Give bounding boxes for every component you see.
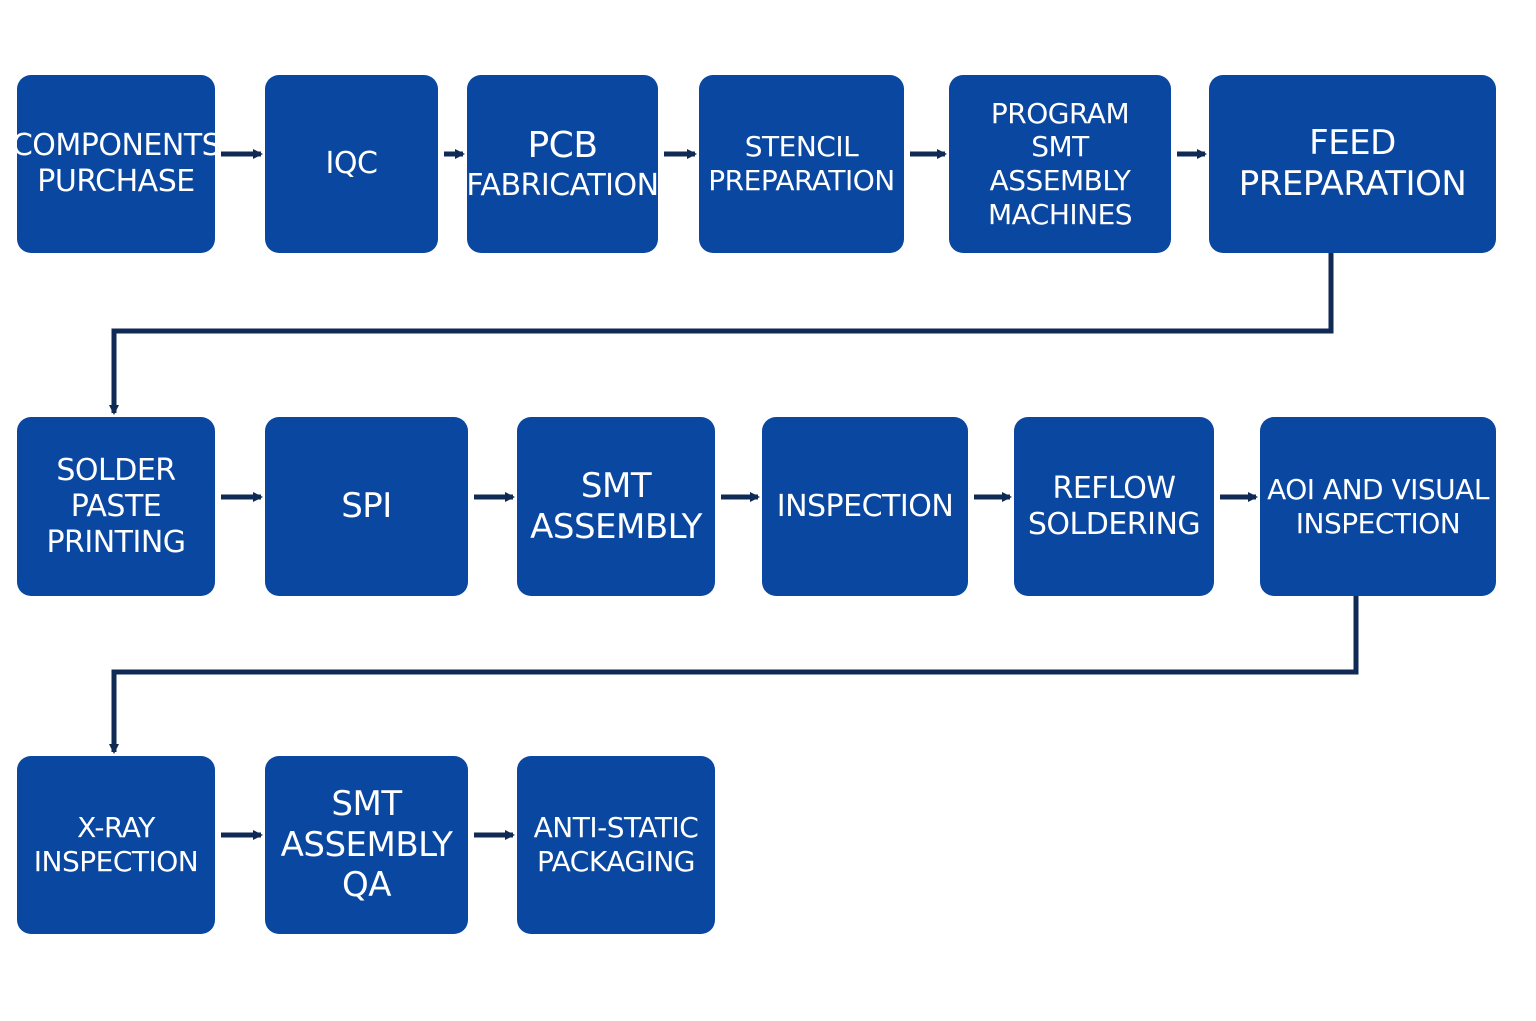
step-label-line: FABRICATION <box>466 167 659 203</box>
step-label-line: ASSEMBLY <box>280 824 453 865</box>
step-aoi-and-visual-inspection: AOI AND VISUAL INSPECTION <box>1260 417 1496 596</box>
step-label-line: PURCHASE <box>37 164 195 199</box>
step-label-line: IQC <box>325 146 378 181</box>
step-label-line: QA <box>341 865 392 906</box>
step-smt-assembly: SMT ASSEMBLY <box>517 417 715 596</box>
step-label-line: SOLDERING <box>1027 506 1201 542</box>
step-label-line: PACKAGING <box>537 845 695 878</box>
step-anti-static-packaging: ANTI-STATIC PACKAGING <box>517 756 715 934</box>
step-label-line: PROGRAM <box>990 96 1130 130</box>
step-label-line: REFLOW <box>1052 470 1176 506</box>
step-smt-assembly-qa: SMT ASSEMBLY QA <box>265 756 468 934</box>
step-label-line: INSPECTION <box>1295 506 1461 540</box>
step-label-line: ASSEMBLY <box>989 164 1131 197</box>
step-feed-preparation: FEED PREPARATION <box>1209 75 1496 253</box>
step-label-line: SPI <box>341 486 392 527</box>
step-label-line: SMT <box>580 465 652 506</box>
step-x-ray-inspection: X-RAY INSPECTION <box>17 756 215 934</box>
step-stencil-preparation: STENCIL PREPARATION <box>699 75 904 253</box>
step-label-line: PRINTING <box>46 524 186 560</box>
step-spi: SPI <box>265 417 468 596</box>
step-label-line: PCB <box>527 125 598 167</box>
step-reflow-soldering: REFLOW SOLDERING <box>1014 417 1214 596</box>
step-program-smt-assembly-machines: PROGRAM SMT ASSEMBLY MACHINES <box>949 75 1171 253</box>
step-components-purchase: COMPONENTS PURCHASE <box>12 75 221 253</box>
step-label-line: COMPONENTS <box>11 128 221 163</box>
step-inspection: INSPECTION <box>762 417 968 596</box>
step-pcb-fabrication: PCB FABRICATION <box>466 75 659 253</box>
step-label-line: X-RAY <box>77 811 155 845</box>
step-label-line: STENCIL <box>744 130 859 164</box>
step-label-line: MACHINES <box>987 197 1133 231</box>
step-solder-paste-printing: SOLDER PASTE PRINTING <box>17 417 215 596</box>
connector-arrow-aoi-and-visual-inspection-to-x-ray-inspection <box>109 596 1359 754</box>
step-label-line: SMT <box>1031 130 1089 164</box>
step-label-line: FEED <box>1309 123 1396 164</box>
step-label-line: INSPECTION <box>776 488 954 524</box>
step-label-line: PASTE <box>70 488 162 524</box>
connector-arrow-feed-preparation-to-solder-paste-printing <box>109 253 1334 415</box>
step-label-line: INSPECTION <box>33 845 199 878</box>
step-label-line: PREPARATION <box>1238 164 1467 204</box>
step-label-line: PREPARATION <box>708 164 895 197</box>
step-label-line: SOLDER <box>56 452 176 488</box>
step-label-line: ASSEMBLY <box>530 506 702 547</box>
step-label-line: SMT <box>331 783 402 824</box>
step-label-line: ANTI-STATIC <box>533 811 699 845</box>
step-label-line: AOI AND VISUAL <box>1267 472 1489 506</box>
step-iqc: IQC <box>265 75 438 253</box>
